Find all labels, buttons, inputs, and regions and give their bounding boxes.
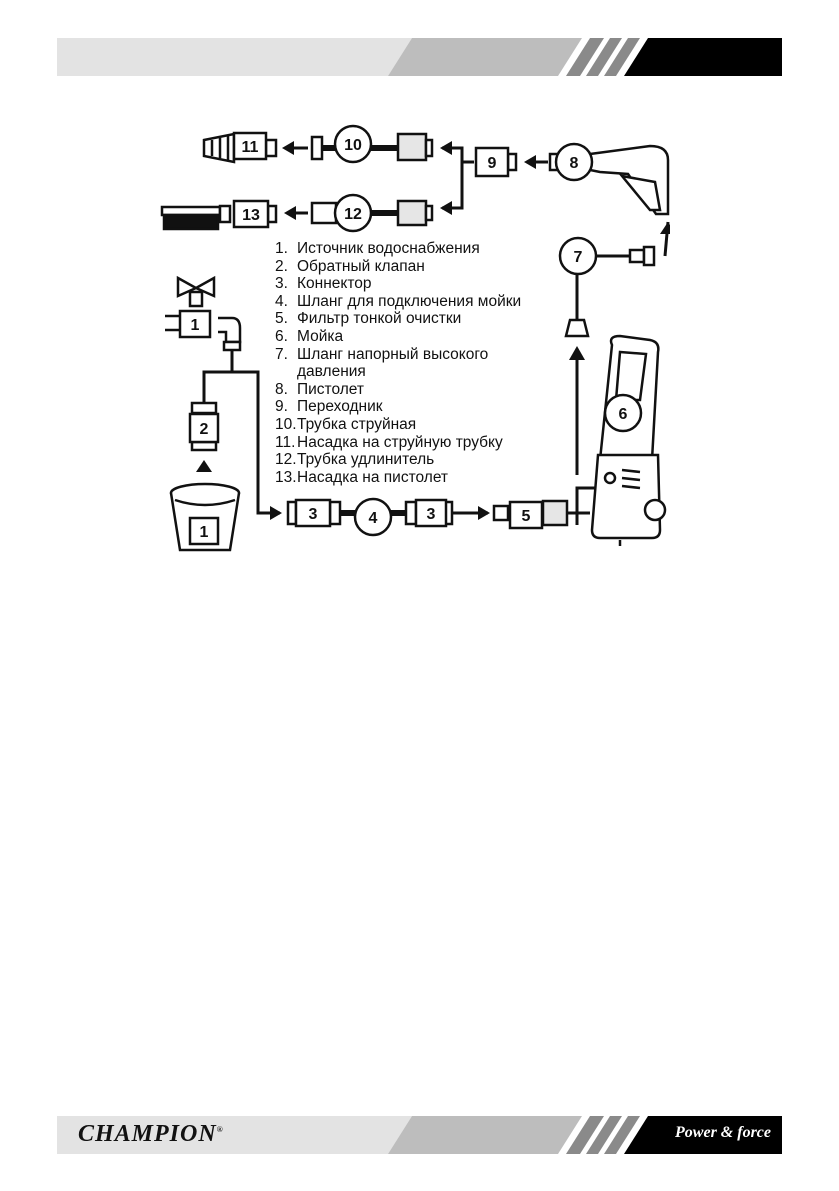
legend-item: 12.Трубка удлинитель <box>275 451 435 469</box>
connection-diagram: 1 2 1 3 4 3 5 6 7 8 9 10 11 12 13 <box>160 124 670 552</box>
legend-item: 7.Шланг напорный высокого <box>275 345 489 363</box>
node-label: 5 <box>522 508 531 525</box>
legend-item: 8.Пистолет <box>275 380 365 398</box>
legend-item: 5.Фильтр тонкой очистки <box>275 310 462 328</box>
node-label: 10 <box>344 137 362 154</box>
pressure-washer-icon <box>590 334 667 546</box>
legend-item: 9.Переходник <box>275 398 383 416</box>
legend-item: 3.Коннектор <box>275 275 372 293</box>
brand-logo: CHAMPION® <box>78 1121 224 1147</box>
legend-item: 10.Трубка струйная <box>275 415 417 433</box>
legend-item: 6.Мойка <box>275 327 344 345</box>
legend-item: 11.Насадка на струйную трубку <box>275 433 503 451</box>
node-label: 3 <box>309 506 318 523</box>
brush-nozzle-icon <box>160 204 278 231</box>
node-label: 13 <box>242 207 260 224</box>
node-label: 8 <box>570 155 579 172</box>
tap-valve-icon <box>165 275 242 352</box>
legend-item: 2.Обратный клапан <box>275 257 425 275</box>
node-label: 1 <box>191 317 200 334</box>
filter-body-icon <box>541 499 569 527</box>
connector-fitting-icon <box>328 500 342 526</box>
brand-slogan: Power & force <box>675 1124 771 1141</box>
node-label: 12 <box>344 206 362 223</box>
node-label: 1 <box>200 524 209 541</box>
connector-fitting-icon <box>404 500 418 526</box>
legend-item: 1.Источник водоснабжения <box>275 240 480 257</box>
parts-legend: 1.Источник водоснабжения 2.Обратный клап… <box>275 240 521 486</box>
footer-band <box>0 1116 839 1156</box>
high-pressure-hose-fitting-icon <box>564 245 656 338</box>
legend-item-continuation: давления <box>297 363 366 381</box>
legend-item: 4.Шланг для подключения мойки <box>275 292 522 310</box>
spray-gun-icon <box>548 144 670 216</box>
spray-lance-icon <box>310 132 434 162</box>
node-label: 2 <box>200 421 209 438</box>
filter-fitting-icon <box>492 504 510 522</box>
node-label: 3 <box>427 506 436 523</box>
node-label: 9 <box>488 155 497 172</box>
header-band <box>0 38 839 78</box>
node-label: 4 <box>369 510 378 527</box>
lance-nozzle-icon <box>202 132 278 164</box>
node-label: 6 <box>619 406 628 423</box>
node-label: 7 <box>574 249 583 266</box>
node-label: 11 <box>242 139 259 156</box>
legend-item: 13.Насадка на пистолет <box>275 468 449 486</box>
